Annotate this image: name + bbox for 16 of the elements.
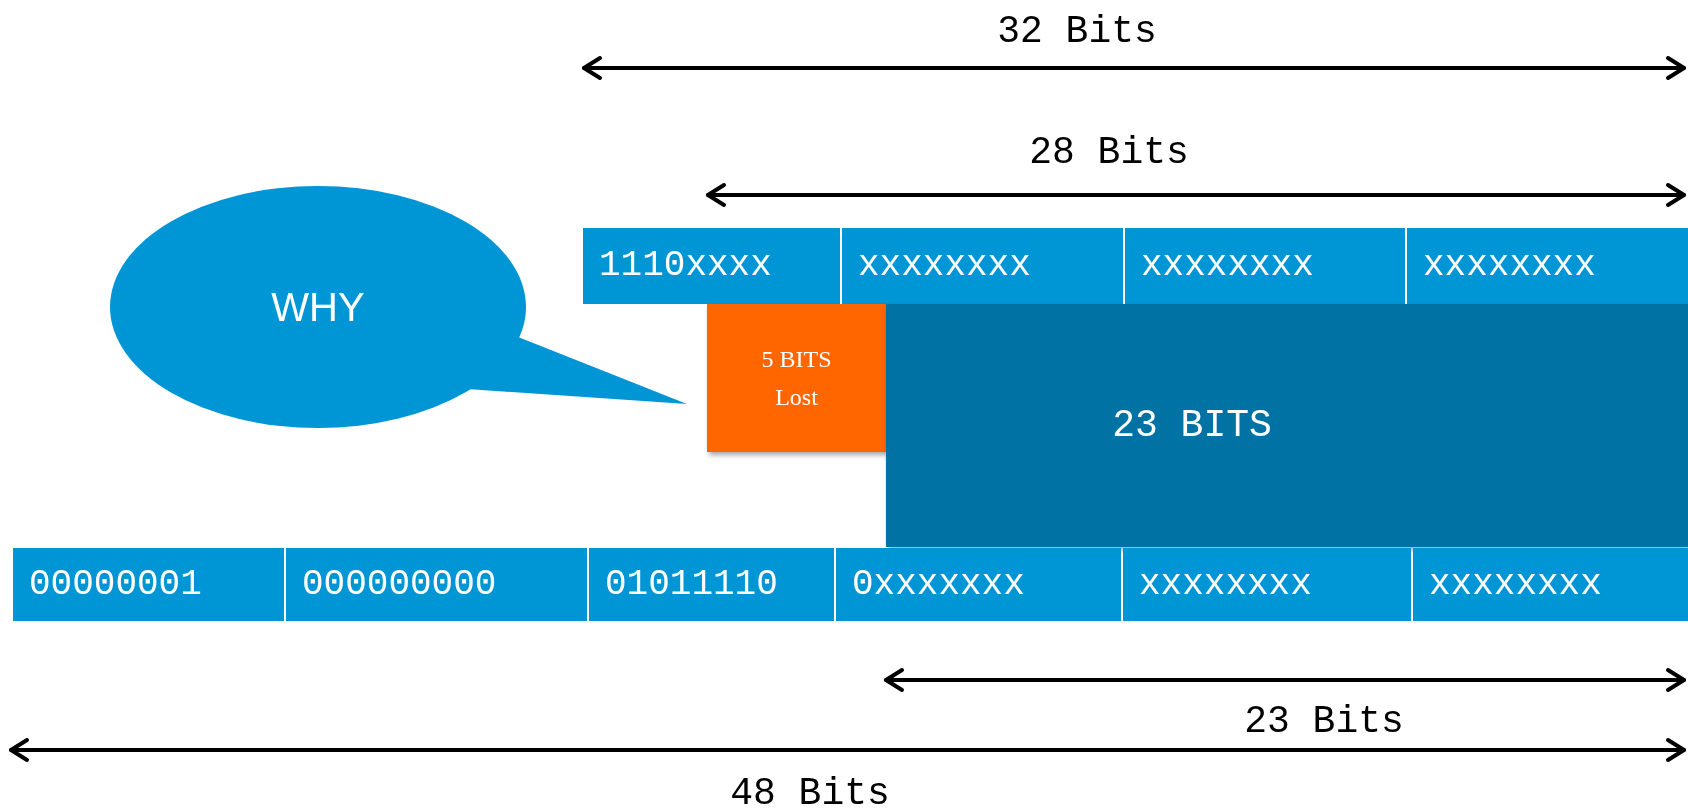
dimension-label: 28 Bits [1029, 131, 1189, 175]
bit-field-cell: xxxxxxxx [842, 228, 1123, 304]
bit-field-cell: xxxxxxxx [1413, 548, 1688, 621]
dimension-label: 32 Bits [997, 10, 1157, 54]
bit-field-cell: 000000000 [286, 548, 587, 621]
dimension-label: 23 Bits [1244, 700, 1404, 744]
bit-field-cell: 0xxxxxxx [836, 548, 1121, 621]
dimension-label: 48 Bits [730, 772, 890, 811]
bit-field-cell: xxxxxxxx [1125, 228, 1405, 304]
bit-field-cell: 1110xxxx [583, 228, 840, 304]
bit-field-cell: 01011110 [589, 548, 834, 621]
bit-field-cell: 00000001 [13, 548, 284, 621]
bits-block: 23 BITS [886, 304, 1688, 547]
lost-bits-box: 5 BITS Lost [707, 304, 886, 452]
bit-field-cell: xxxxxxxx [1407, 228, 1688, 304]
bit-field-cell: xxxxxxxx [1123, 548, 1411, 621]
